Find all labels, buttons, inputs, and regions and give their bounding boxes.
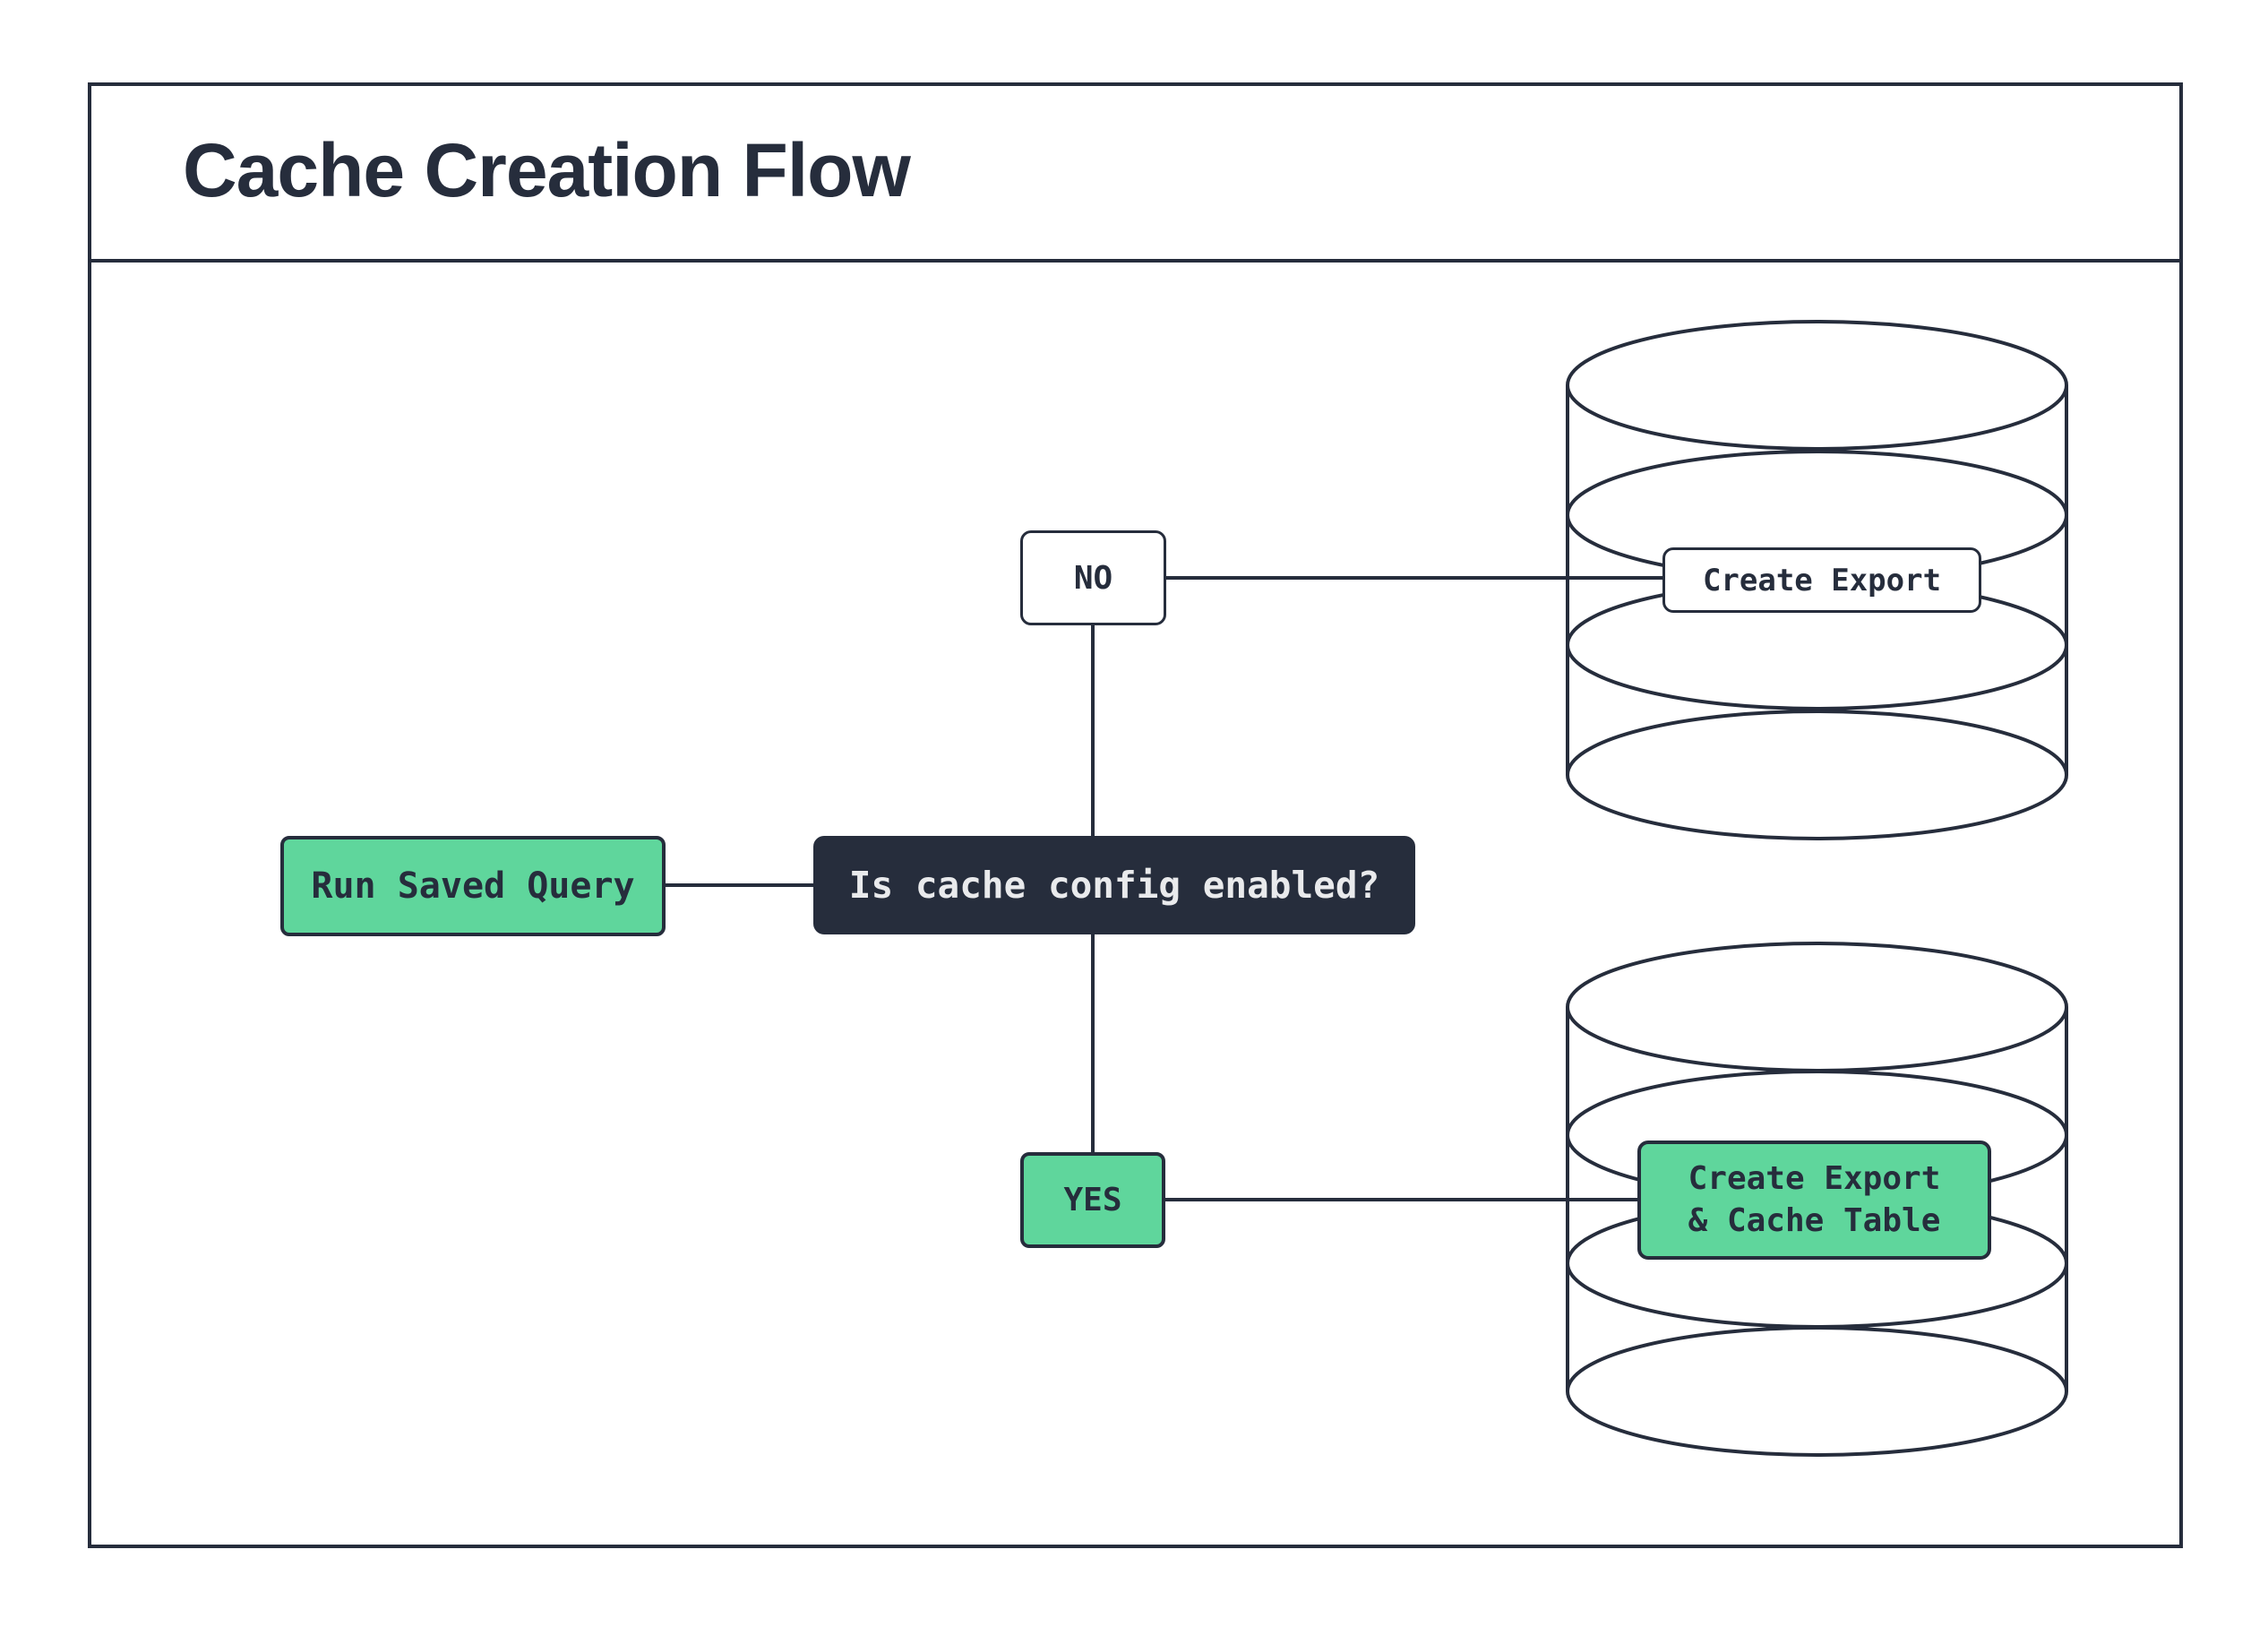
node-branch-yes: YES bbox=[1020, 1152, 1165, 1248]
node-create-export-cache-table-label: Create Export & Cache Table bbox=[1688, 1159, 1941, 1239]
diagram-frame bbox=[88, 82, 2183, 1548]
node-branch-no: NO bbox=[1020, 530, 1166, 625]
node-create-export-label: Create Export bbox=[1702, 562, 1942, 598]
node-branch-no-label: NO bbox=[1073, 559, 1113, 597]
node-decision-cache-config: Is cache config enabled? bbox=[813, 836, 1415, 934]
node-run-saved-query-label: Run Saved Query bbox=[311, 865, 635, 907]
page-title: Cache Creation Flow bbox=[183, 128, 911, 212]
node-create-export: Create Export bbox=[1662, 547, 1981, 613]
node-run-saved-query: Run Saved Query bbox=[280, 836, 666, 936]
title-bar: Cache Creation Flow bbox=[88, 82, 2183, 263]
node-create-export-cache-table: Create Export & Cache Table bbox=[1637, 1141, 1991, 1260]
node-branch-yes-label: YES bbox=[1063, 1182, 1122, 1218]
node-decision-label: Is cache config enabled? bbox=[848, 864, 1380, 907]
